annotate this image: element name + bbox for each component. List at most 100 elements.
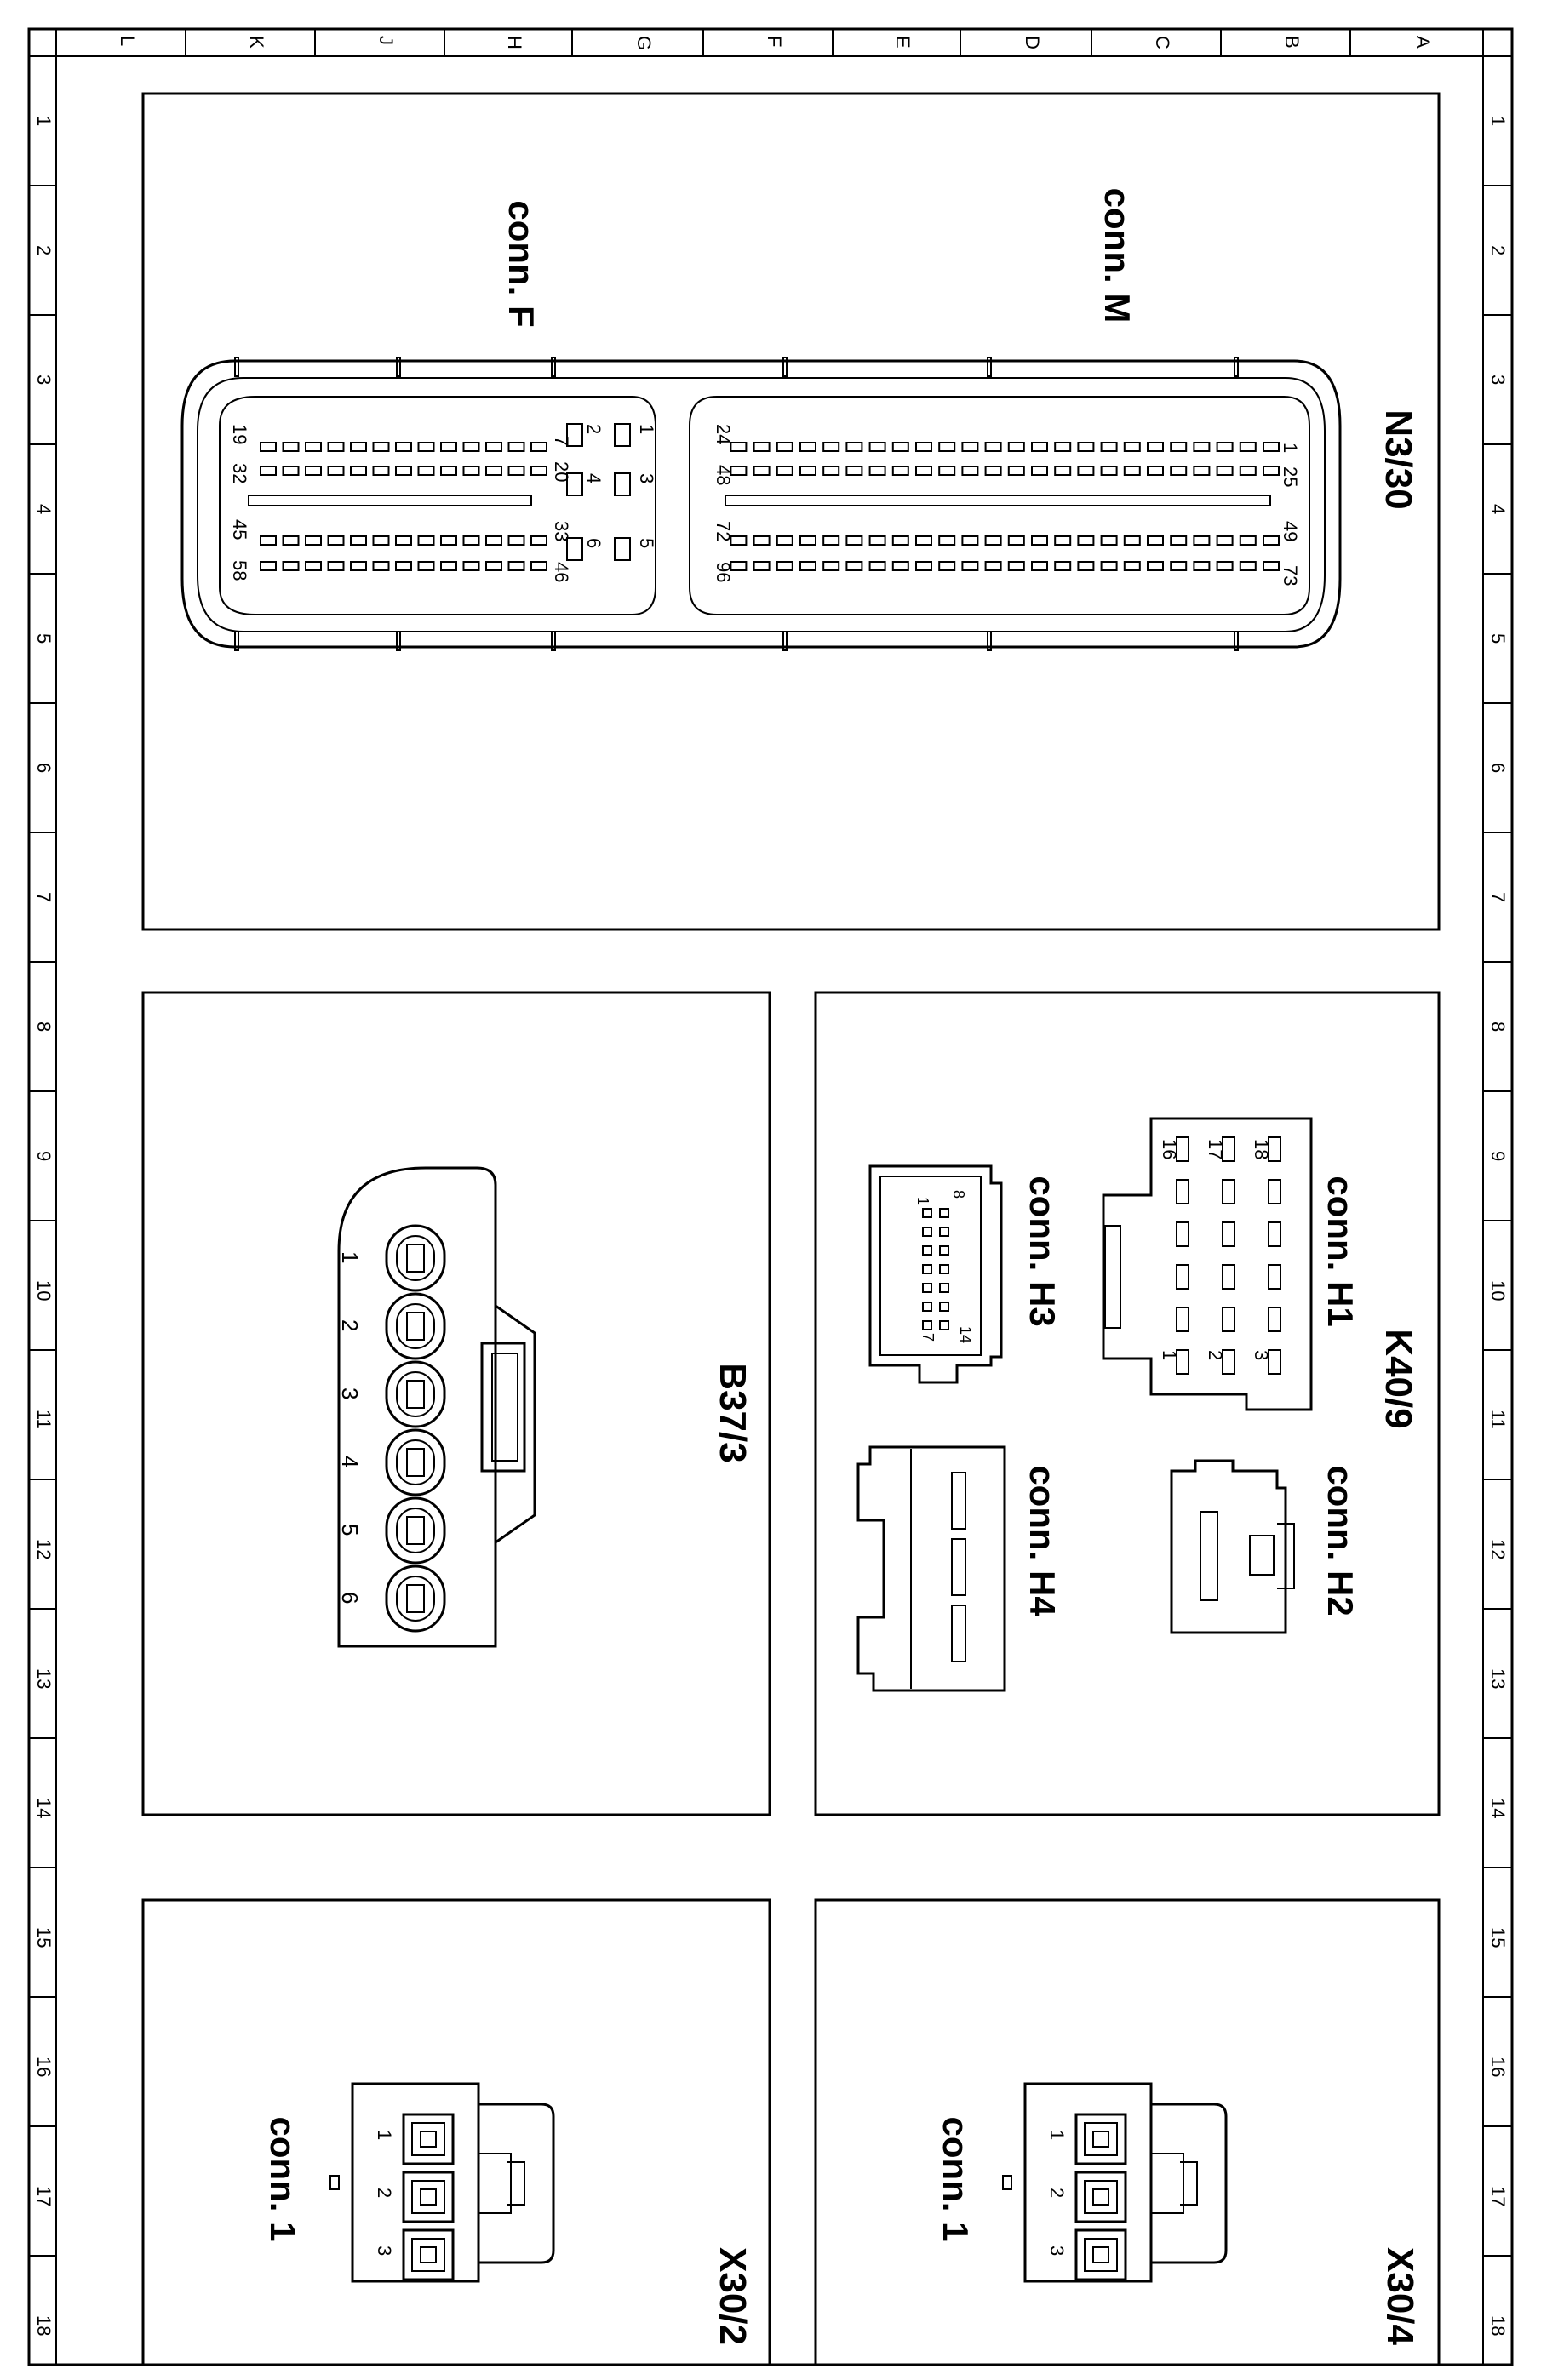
pin-cavity bbox=[940, 1265, 948, 1273]
grid-column-label: B bbox=[1281, 36, 1303, 49]
pin-label: 6 bbox=[337, 1592, 363, 1604]
pin-cavity bbox=[329, 466, 344, 475]
pin-cavity bbox=[1177, 1180, 1189, 1204]
conn-m-label: conn. M bbox=[1097, 188, 1137, 323]
pin-cavity bbox=[1078, 562, 1093, 570]
grid-row-label: 15 bbox=[1487, 1927, 1509, 1948]
cavity-inner bbox=[397, 1304, 434, 1348]
pin-cavity bbox=[486, 443, 501, 451]
grid-row-label: 9 bbox=[33, 1151, 54, 1161]
pin-cavity bbox=[374, 536, 389, 545]
terminal bbox=[407, 1449, 424, 1476]
pin-label: 3 bbox=[1251, 1350, 1272, 1360]
grid-row-label: 12 bbox=[1487, 1539, 1509, 1559]
pin-cavity bbox=[306, 536, 321, 545]
terminal bbox=[407, 1381, 424, 1408]
pin-cavity bbox=[1078, 443, 1093, 451]
pin-label: 1 bbox=[636, 424, 657, 434]
pin-cavity bbox=[800, 536, 816, 545]
ecu-connector-housing bbox=[182, 358, 1340, 650]
pin-label: 1 bbox=[1046, 2130, 1068, 2140]
pin-cavity bbox=[1269, 1307, 1280, 1331]
grid-row-label: 18 bbox=[1487, 2315, 1509, 2336]
pin-cavity bbox=[730, 443, 746, 451]
grid-row-label: 7 bbox=[1487, 892, 1509, 902]
pin-label: 5 bbox=[337, 1524, 363, 1536]
grid-column-label: A bbox=[1412, 36, 1434, 49]
pin-label: 6 bbox=[583, 538, 604, 548]
pin-label: 19 bbox=[229, 424, 250, 444]
pin-cavity bbox=[986, 536, 1001, 545]
pin-cavity bbox=[396, 443, 411, 451]
pin-cavity bbox=[1223, 1137, 1235, 1161]
pin-label: 2 bbox=[374, 2188, 395, 2198]
pin-cavity bbox=[1055, 443, 1070, 451]
grid-row-label: 13 bbox=[1487, 1668, 1509, 1689]
pin-cavity bbox=[419, 443, 434, 451]
pin-cavity bbox=[531, 562, 547, 570]
pin-cavity bbox=[1194, 443, 1209, 451]
pin-label: 17 bbox=[1205, 1139, 1226, 1159]
pin-cavity bbox=[916, 536, 931, 545]
center-key bbox=[725, 495, 1270, 506]
pin-cavity bbox=[1269, 1265, 1280, 1289]
grid-row-label: 8 bbox=[1487, 1021, 1509, 1032]
latch-tab bbox=[397, 632, 400, 650]
b37-3-connector bbox=[339, 1168, 535, 1646]
x30-4-connector: 123 bbox=[1003, 2084, 1226, 2281]
cavity bbox=[1076, 2114, 1126, 2164]
pin-cavity bbox=[351, 536, 366, 545]
pin-label: 25 bbox=[1280, 466, 1301, 487]
housing-outline bbox=[182, 361, 1340, 647]
power-pin-cavity bbox=[567, 538, 582, 560]
pin-label: 32 bbox=[229, 463, 250, 483]
pin-cavity bbox=[1055, 536, 1070, 545]
pin-cavity bbox=[923, 1227, 931, 1236]
pin-cavity bbox=[923, 1302, 931, 1311]
pin-cavity bbox=[509, 562, 524, 570]
pin-label: 33 bbox=[551, 521, 572, 541]
pin-cavity bbox=[1240, 536, 1256, 545]
pin-cavity bbox=[1009, 536, 1024, 545]
pin-cavity bbox=[754, 466, 770, 475]
conn-f-label: conn. F bbox=[501, 200, 541, 327]
pin-cavity bbox=[1078, 536, 1093, 545]
latch-tab bbox=[552, 632, 555, 650]
pin-cavity bbox=[1177, 1350, 1189, 1374]
pin-cavity bbox=[923, 1265, 931, 1273]
grid-row-label: 13 bbox=[33, 1668, 54, 1689]
pin-cavity bbox=[939, 466, 954, 475]
cavity-inner bbox=[397, 1508, 434, 1553]
pin-label: 3 bbox=[636, 473, 657, 483]
pin-cavity bbox=[531, 466, 547, 475]
pin-cavity bbox=[777, 562, 793, 570]
pin-cavity bbox=[986, 466, 1001, 475]
pin-cavity bbox=[464, 536, 479, 545]
pin-cavity bbox=[923, 1209, 931, 1217]
conn-h3-label: conn. H3 bbox=[1023, 1176, 1063, 1326]
center-key bbox=[249, 495, 531, 506]
cavity-inner bbox=[412, 2123, 444, 2155]
pin-cavity bbox=[261, 443, 276, 451]
pin-cavity bbox=[846, 536, 862, 545]
conn-h4-label: conn. H4 bbox=[1023, 1465, 1063, 1616]
cavity bbox=[404, 2230, 453, 2280]
pin-cavity bbox=[940, 1302, 948, 1311]
latch-tab bbox=[783, 358, 787, 376]
cavity bbox=[404, 2114, 453, 2164]
pin-label: 1 bbox=[337, 1251, 363, 1263]
pin-cavity bbox=[284, 466, 299, 475]
pin-cavity bbox=[986, 443, 1001, 451]
pin-cavity bbox=[531, 536, 547, 545]
pin-cavity bbox=[777, 443, 793, 451]
x30-2-connector: 123 bbox=[330, 2084, 553, 2281]
pin-cavity bbox=[1269, 1137, 1280, 1161]
pin-cavity bbox=[1125, 562, 1140, 570]
pin-cavity bbox=[1102, 466, 1117, 475]
pin-cavity bbox=[1055, 466, 1070, 475]
terminal bbox=[1093, 2131, 1108, 2147]
terminal bbox=[421, 2189, 436, 2205]
pin-cavity bbox=[1102, 562, 1117, 570]
grid-row-label: 8 bbox=[33, 1021, 54, 1032]
pin-label: 73 bbox=[1280, 565, 1301, 586]
